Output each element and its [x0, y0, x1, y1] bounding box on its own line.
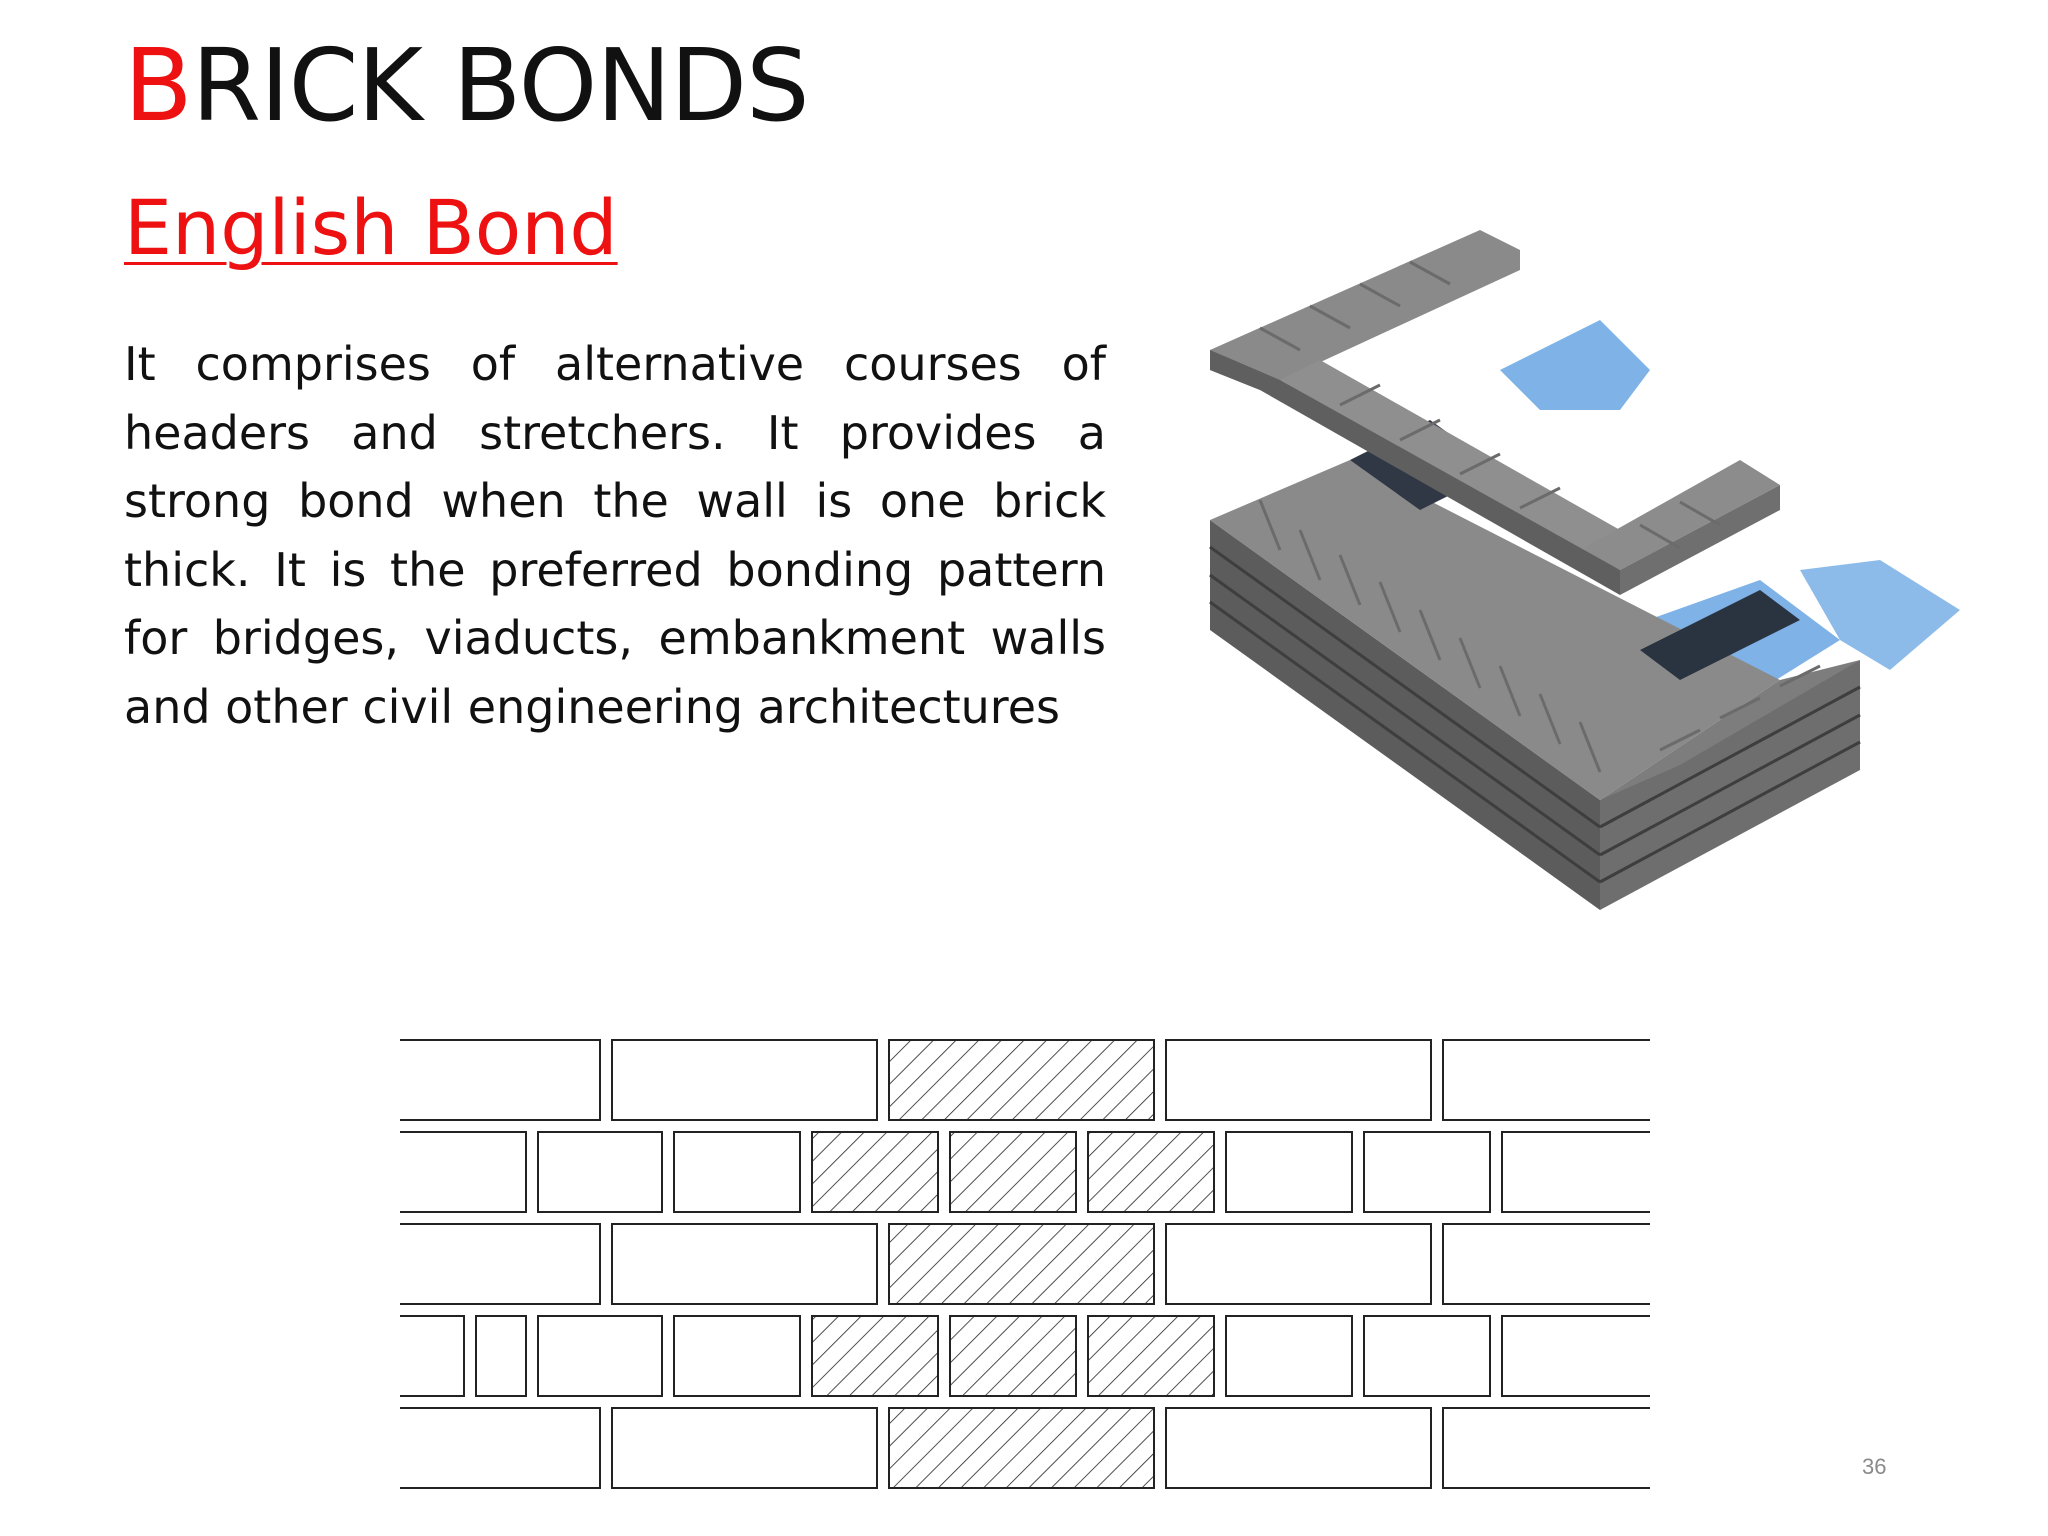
upper-course-top	[1580, 460, 1780, 570]
wall-shadow	[1800, 560, 1960, 670]
upper-course-top	[1280, 360, 1620, 550]
header-course	[400, 1315, 1650, 1397]
brick-wall-top	[1210, 460, 1780, 800]
description-paragraph: It comprises of alternative courses of h…	[124, 337, 1106, 734]
page-number: 36	[1862, 1454, 1887, 1479]
header-joints	[1258, 499, 1821, 773]
title-rest: RICK BONDS	[191, 27, 810, 144]
title-initial: B	[124, 27, 193, 144]
english-bond-elevation-diagram	[400, 1039, 1650, 1489]
english-bond-3d-illustration	[1209, 230, 1960, 910]
upper-course-top	[1210, 230, 1520, 390]
slide-subtitle: English Bond	[124, 183, 618, 272]
stretcher-course	[400, 1039, 1650, 1121]
mortar-joints	[1209, 545, 1861, 884]
upper-course-front	[1210, 350, 1620, 595]
wall-shadow	[1500, 320, 1650, 410]
header-joints	[1259, 260, 1721, 550]
inner-face	[1640, 590, 1800, 680]
header-course	[400, 1131, 1650, 1213]
stretcher-course	[400, 1407, 1650, 1489]
stretcher-course	[400, 1223, 1650, 1305]
brick-wall-top	[1600, 660, 1860, 800]
slide-title: BRICK BONDS	[124, 26, 810, 146]
upper-course-side	[1620, 485, 1780, 595]
